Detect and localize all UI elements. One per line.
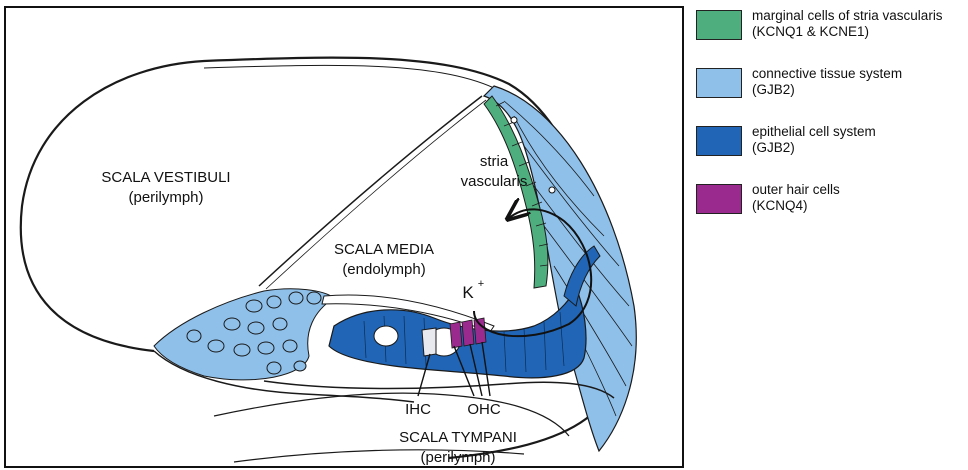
potassium-charge: +	[478, 278, 484, 290]
inner-hair-cell	[422, 328, 436, 356]
legend-label: connective tissue system	[752, 66, 902, 82]
legend-sublabel: (KCNQ1 & KCNE1)	[752, 24, 943, 40]
scala-media-fluid: (endolymph)	[342, 261, 425, 278]
legend-label: epithelial cell system	[752, 124, 876, 140]
legend-item-marginal: marginal cells of stria vascularis (KCNQ…	[688, 10, 964, 68]
legend-label: marginal cells of stria vascularis	[752, 8, 943, 24]
stria-label-line2: vascularis	[461, 173, 528, 190]
legend-item-epithelial: epithelial cell system (GJB2)	[688, 126, 964, 184]
scala-vestibuli-label: SCALA VESTIBULI	[101, 169, 230, 186]
scala-tympani-fluid: (perilymph)	[420, 449, 495, 466]
legend-label: outer hair cells	[752, 182, 840, 198]
scala-media-label: SCALA MEDIA	[334, 241, 434, 258]
stria-label-line1: stria	[480, 153, 509, 170]
legend-item-connective: connective tissue system (GJB2)	[688, 68, 964, 126]
potassium-label: K	[462, 283, 474, 302]
scala-vestibuli-fluid: (perilymph)	[128, 189, 203, 206]
scala-tympani-label: SCALA TYMPANI	[399, 429, 517, 446]
ohc-label: OHC	[467, 401, 501, 418]
legend-swatch-epithelial	[696, 126, 742, 156]
legend-sublabel: (GJB2)	[752, 82, 902, 98]
legend-swatch-marginal	[696, 10, 742, 40]
ihc-label: IHC	[405, 401, 431, 418]
legend-sublabel: (GJB2)	[752, 140, 876, 156]
legend-swatch-hair-cells	[696, 184, 742, 214]
legend-swatch-connective	[696, 68, 742, 98]
legend-sublabel: (KCNQ4)	[752, 198, 840, 214]
legend: marginal cells of stria vascularis (KCNQ…	[688, 10, 964, 242]
legend-item-hair-cells: outer hair cells (KCNQ4)	[688, 184, 964, 242]
cochlea-diagram: SCALA VESTIBULI (perilymph) SCALA MEDIA …	[4, 6, 684, 468]
